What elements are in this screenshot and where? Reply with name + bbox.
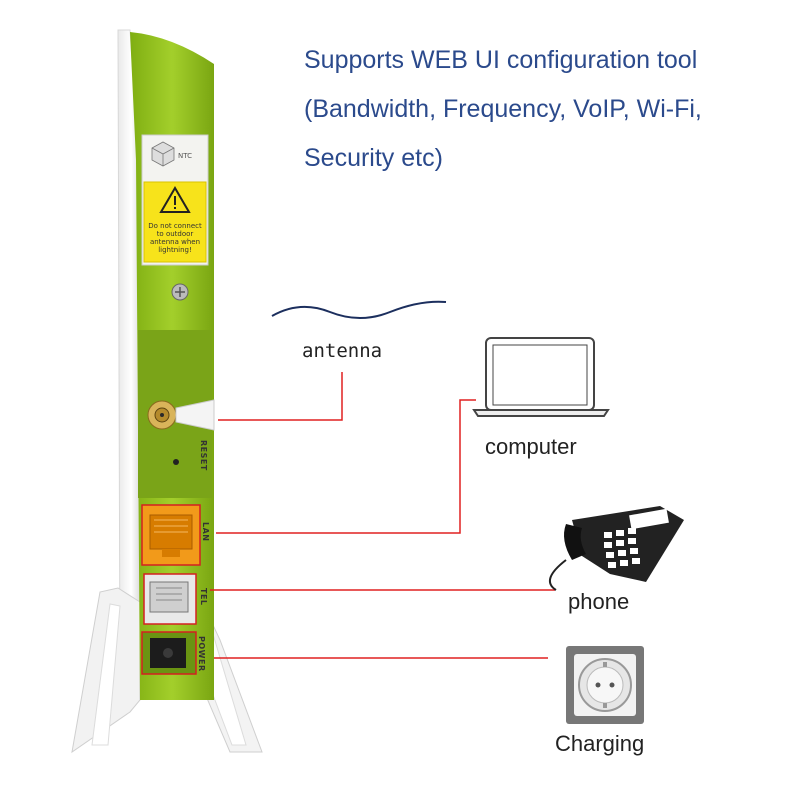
- power-socket-icon: [566, 646, 644, 724]
- antenna-connector: [147, 400, 177, 430]
- label-antenna: antenna: [302, 340, 383, 362]
- connector-lines: [210, 372, 555, 659]
- lan-line: [216, 399, 476, 534]
- laptop-icon: [472, 337, 610, 417]
- brand-mark: NTC: [178, 152, 192, 160]
- antenna-line: [218, 372, 343, 421]
- port-label-reset: RESET: [199, 440, 208, 471]
- label-phone: phone: [568, 589, 630, 614]
- port-label-power: POWER: [197, 636, 206, 672]
- headline-line-2: (Bandwidth, Frequency, VoIP, Wi-Fi,: [304, 95, 702, 123]
- headline-line-1: Supports WEB UI configuration tool: [304, 46, 698, 74]
- warning-text: Do not connect to outdoor antenna when l…: [148, 222, 202, 254]
- reset-button: [173, 459, 179, 465]
- port-label-tel: TEL: [199, 588, 208, 606]
- port-label-lan: LAN: [201, 522, 210, 542]
- label-charging: Charging: [555, 731, 645, 756]
- label-computer: computer: [485, 434, 577, 459]
- antenna-wave-icon: [271, 300, 447, 319]
- headline-line-3: Security etc): [304, 144, 443, 172]
- telephone-icon: [548, 506, 684, 591]
- warning-icon: [159, 186, 191, 213]
- ntc-logo-icon: [151, 141, 175, 167]
